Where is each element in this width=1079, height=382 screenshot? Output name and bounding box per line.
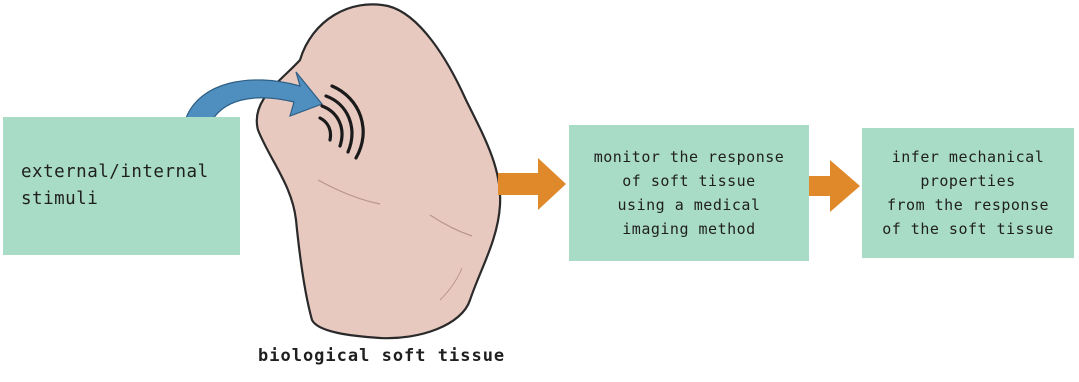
flow-arrow-to-infer	[808, 160, 860, 212]
flow-arrow-to-monitor	[498, 158, 566, 210]
monitor-response-box: monitor the response of soft tissue usin…	[569, 125, 809, 261]
infer-label: infer mechanical properties from the res…	[882, 145, 1054, 241]
tissue-caption: biological soft tissue	[258, 346, 538, 366]
infer-properties-box: infer mechanical properties from the res…	[862, 128, 1074, 258]
stimuli-label: external/internal stimuli	[21, 159, 209, 213]
monitor-label: monitor the response of soft tissue usin…	[594, 145, 785, 241]
stimuli-box: external/internal stimuli	[3, 117, 240, 255]
soft-tissue-shape	[257, 4, 500, 338]
